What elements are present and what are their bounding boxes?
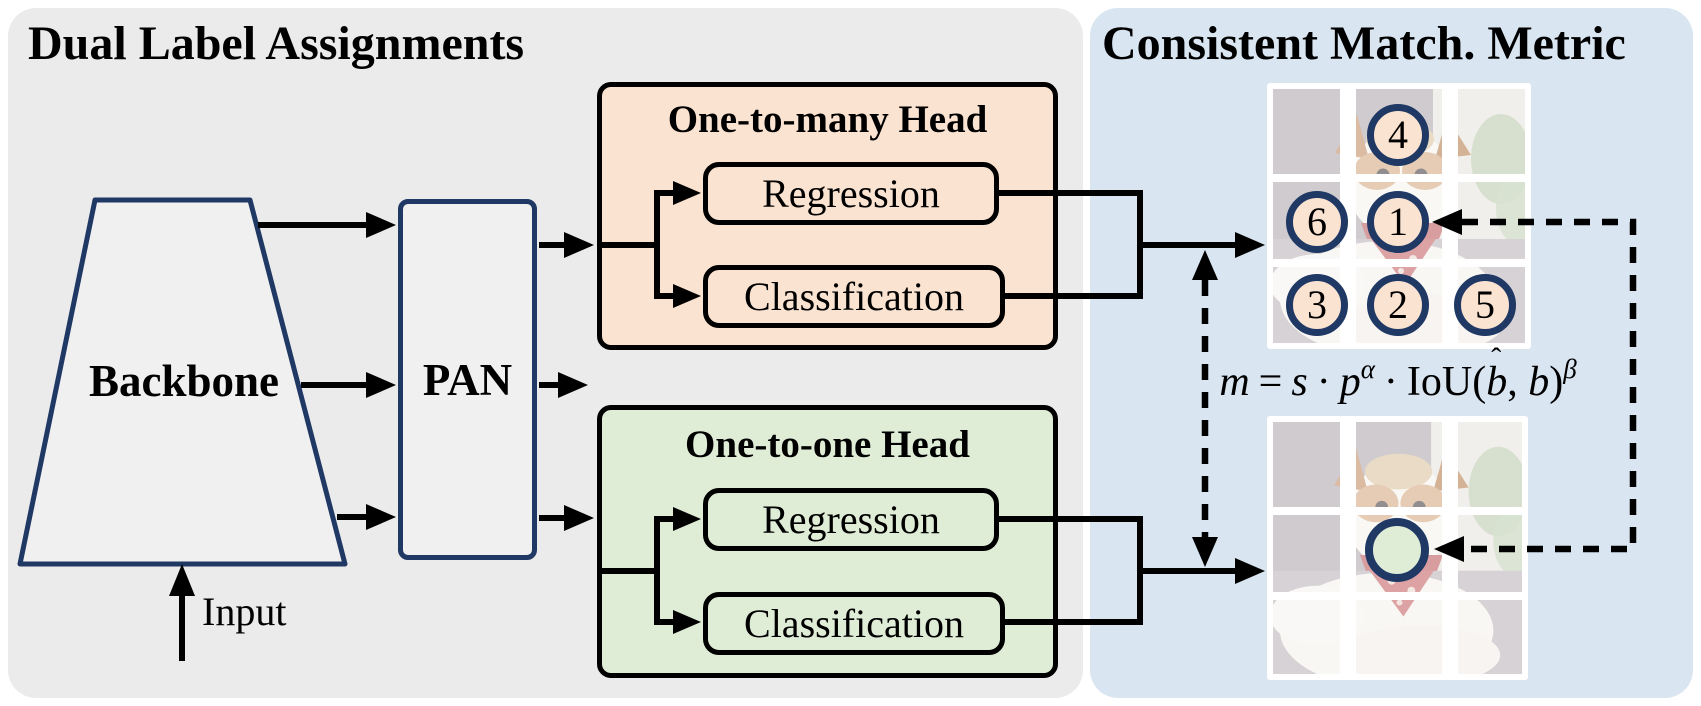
anchor-circle-rank5: 5	[1454, 274, 1516, 336]
one-to-one-regression-box: Regression	[703, 488, 999, 551]
backbone-label: Backbone	[88, 356, 280, 406]
formula-s: s	[1291, 359, 1308, 405]
one-to-many-head-title: One-to-many Head	[667, 98, 988, 141]
anchor-circle-rank2: 2	[1367, 274, 1429, 336]
formula-comma: ,	[1507, 359, 1518, 405]
formula-beta-exponent: β	[1563, 354, 1577, 384]
one-to-many-image-grid: 4 6 1 3 2 5	[1267, 83, 1531, 349]
formula-open-paren: (	[1472, 359, 1487, 405]
grid-line	[1273, 259, 1525, 267]
grid-line	[1442, 422, 1458, 674]
formula-equals: =	[1258, 359, 1283, 405]
one-to-one-classification-box: Classification	[703, 592, 1005, 655]
formula-dot: ·	[1316, 359, 1331, 405]
one-to-many-classification-box: Classification	[703, 265, 1005, 328]
anchor-circle-rank1: 1	[1367, 191, 1429, 253]
grid-line	[1273, 592, 1522, 600]
one-to-many-regression-box: Regression	[703, 162, 999, 225]
formula-dot: ·	[1383, 359, 1398, 405]
one-to-many-head-box: One-to-many Head Regression Classificati…	[597, 82, 1058, 350]
one-to-one-image-grid-inner	[1273, 422, 1522, 674]
input-label: Input	[202, 589, 287, 634]
pan-label: PAN	[422, 354, 513, 405]
formula-hat-accent: ˆ	[1491, 342, 1502, 375]
anchor-circle-rank6: 6	[1286, 191, 1348, 253]
one-to-one-head-title: One-to-one Head	[685, 423, 970, 466]
formula-iou: IoU	[1406, 359, 1473, 405]
formula-m: m	[1219, 359, 1250, 405]
grid-line	[1340, 422, 1356, 674]
one-to-one-head-box: One-to-one Head Regression Classificatio…	[597, 405, 1058, 678]
one-to-one-image-grid	[1267, 416, 1528, 680]
grid-line	[1273, 507, 1522, 515]
anchor-circle-rank3: 3	[1286, 274, 1348, 336]
one-to-many-image-grid-inner: 4 6 1 3 2 5	[1273, 89, 1525, 343]
anchor-circle-rank4: 4	[1367, 104, 1429, 166]
formula-alpha-exponent: α	[1360, 354, 1375, 384]
grid-line	[1340, 89, 1356, 343]
left-panel-title: Dual Label Assignments	[28, 17, 525, 70]
right-panel-title: Consistent Match. Metric	[1102, 17, 1626, 70]
pan-box: PAN	[398, 199, 537, 560]
formula-p: p	[1339, 359, 1361, 405]
grid-line	[1273, 174, 1525, 182]
formula-close-paren: )	[1549, 359, 1564, 405]
selected-anchor-circle	[1365, 518, 1429, 582]
formula-b: b	[1528, 359, 1550, 405]
